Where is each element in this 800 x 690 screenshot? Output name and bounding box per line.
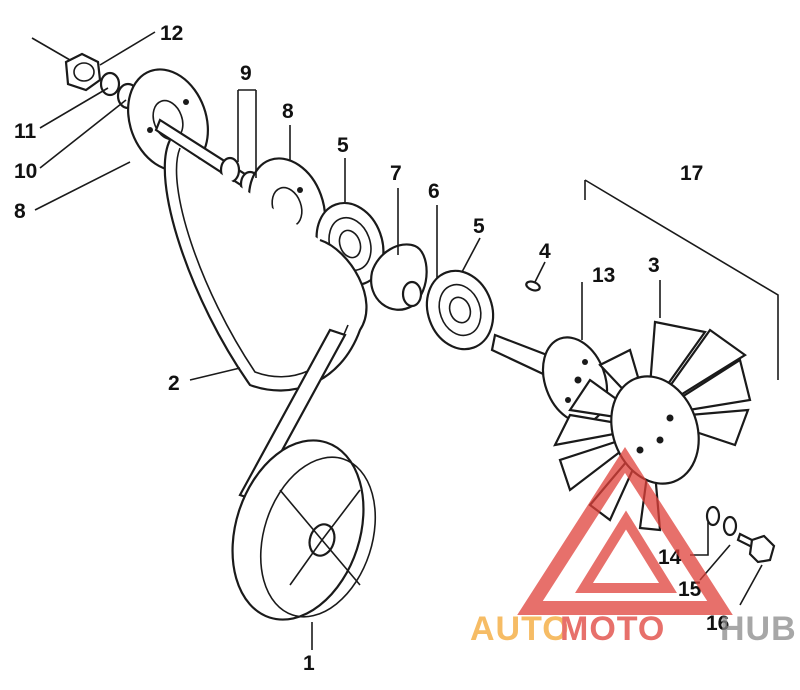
callout-3: 3 [648,254,660,277]
watermark-triangle-icon [517,447,733,615]
bearing-part-5-lower [425,269,495,351]
watermark-text-part2: MOTO [560,610,665,648]
spacer-part-6 [401,280,423,308]
crank-pulley-part-1 [231,439,377,621]
leader-8-front [34,161,131,211]
leader-16 [739,564,763,606]
callout-10: 10 [14,160,37,183]
callout-2: 2 [168,372,180,395]
callout-16: 16 [706,612,729,635]
callout-1: 1 [303,652,315,675]
callout-8-rear: 8 [282,100,294,123]
callout-5-upper: 5 [337,134,349,157]
callout-9: 9 [240,62,252,85]
leader-4 [534,261,546,283]
callout-4: 4 [539,240,551,263]
leader-2 [189,367,241,381]
leader-14 [690,522,709,556]
shaft-axis-line [31,37,71,61]
washer-part-14 [705,505,721,527]
watermark-text-part3: HUB [720,610,797,648]
leader-5-lower [461,237,481,273]
leader-10 [39,99,127,169]
watermark-triangle-inner-icon [575,510,677,593]
callout-7: 7 [390,162,402,185]
washer-part-15 [722,515,738,537]
bolt-part-16 [736,532,776,564]
watermark-text-part1: AUTO [470,610,570,648]
fan-hub-part-13 [490,333,609,424]
callout-11: 11 [14,120,37,143]
callout-8-front: 8 [14,200,26,223]
callout-12: 12 [160,22,183,45]
callout-5-lower: 5 [473,215,485,238]
callout-15: 15 [678,578,702,601]
watermark: AUTO MOTO HUB [470,447,797,648]
callout-6: 6 [428,180,440,203]
washer-part-11 [99,71,121,97]
bracket-17 [584,179,779,380]
key-part-4 [525,280,541,292]
callout-13: 13 [592,264,615,287]
leader-12 [99,31,156,66]
leader-9 [237,89,257,178]
leader-11 [39,87,109,129]
nut-part-12 [64,52,102,92]
v-belt-part-2 [163,139,368,392]
callout-17: 17 [680,162,703,185]
